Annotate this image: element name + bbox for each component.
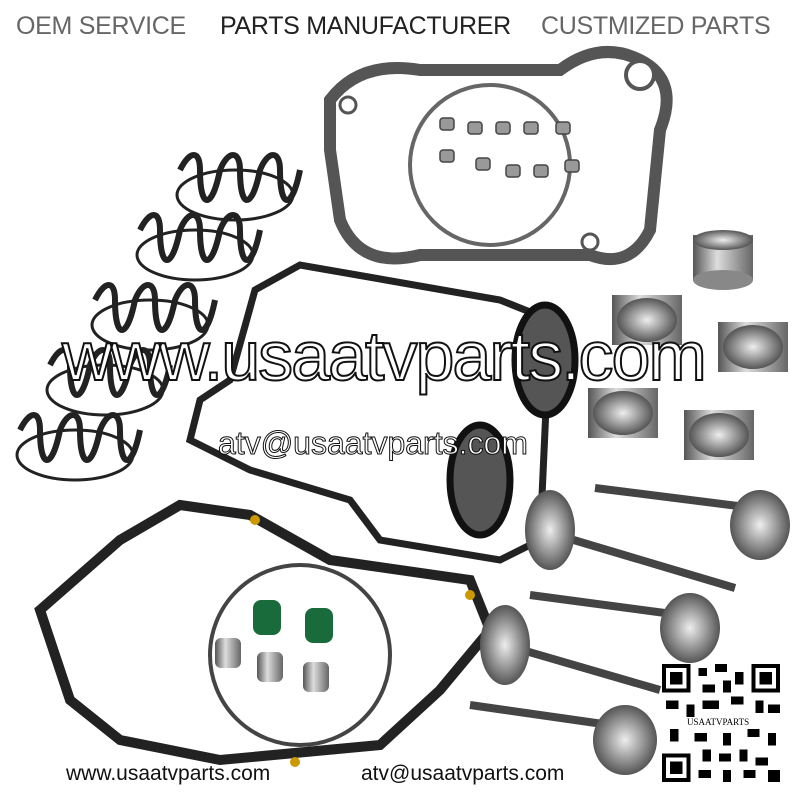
header-oem-service: OEM SERVICE — [16, 12, 186, 40]
valve-stem-seals — [215, 600, 333, 692]
header-parts-manufacturer: PARTS MANUFACTURER — [220, 12, 511, 40]
footer-email: atv@usaatvparts.com — [361, 762, 565, 785]
header-customized-parts: CUSTMIZED PARTS — [541, 12, 771, 40]
cylinder-base-gasket — [324, 46, 673, 265]
watermark-url: www.usaatvparts.com — [61, 316, 708, 396]
valve-springs — [15, 152, 303, 482]
qr-code-label: USAATVPARTS — [686, 717, 751, 727]
qr-code — [662, 664, 780, 782]
valve-lifter-buckets — [588, 230, 788, 460]
valve-keepers — [439, 117, 580, 178]
valve-cover-gasket — [185, 261, 579, 564]
footer-url: www.usaatvparts.com — [66, 762, 271, 785]
watermark-email: atv@usaatvparts.com — [218, 425, 529, 462]
engine-valves — [469, 484, 790, 775]
